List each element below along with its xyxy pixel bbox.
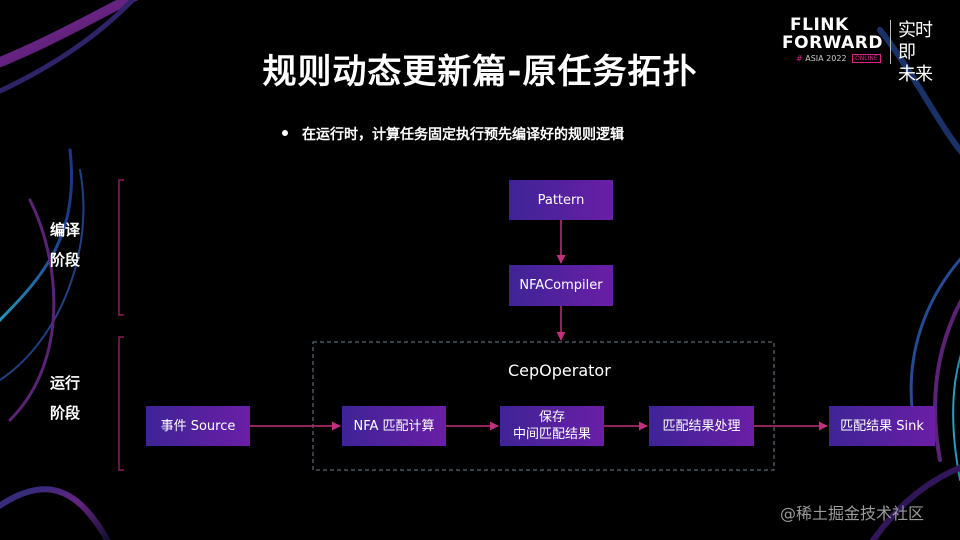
node-result-sink: 匹配结果 Sink — [829, 406, 935, 446]
logo-slogan-line2: 未来 — [898, 64, 933, 85]
node-save-line1: 保存 — [538, 410, 565, 425]
cep-operator-container — [312, 341, 775, 471]
runtime-phase-bracket — [118, 336, 124, 471]
phase-runtime-label: 运行 阶段 — [50, 368, 80, 428]
node-result-process: 匹配结果处理 — [649, 406, 754, 446]
node-result-process-label: 匹配结果处理 — [662, 418, 741, 434]
logo-slogan: 实时即 未来 — [898, 20, 942, 86]
phase-compile-label: 编译 阶段 — [50, 215, 80, 275]
flink-forward-logo: FLINK FORWARD # ASIA 2022 ONLINE 实时即 未来 — [782, 14, 942, 85]
node-pattern: Pattern — [509, 180, 613, 220]
logo-online-badge: ONLINE — [852, 54, 881, 63]
page-title: 规则动态更新篇-原任务拓扑 — [262, 52, 698, 92]
cep-operator-label: CepOperator — [508, 361, 611, 380]
phase-compile-line2: 阶段 — [50, 251, 81, 269]
logo-slogan-line1: 实时即 — [898, 20, 933, 63]
logo-line2: FORWARD — [782, 33, 884, 53]
phase-compile-line1: 编译 — [50, 221, 81, 239]
logo-event: # ASIA 2022 ONLINE — [796, 54, 881, 63]
phase-runtime-line2: 阶段 — [50, 404, 81, 422]
node-pattern-label: Pattern — [537, 192, 585, 208]
phase-runtime-line1: 运行 — [50, 374, 81, 392]
logo-separator — [890, 20, 891, 64]
node-event-source-label: 事件 Source — [160, 418, 236, 434]
node-save-line2: 中间匹配结果 — [512, 427, 591, 442]
bullet-text: 在运行时，计算任务固定执行预先编译好的规则逻辑 — [302, 127, 624, 143]
node-event-source: 事件 Source — [146, 406, 250, 446]
bullet-dot-icon — [282, 130, 288, 136]
node-nfacompiler: NFACompiler — [509, 265, 613, 306]
node-nfacompiler-label: NFACompiler — [519, 278, 603, 293]
node-result-sink-label: 匹配结果 Sink — [840, 418, 924, 434]
logo-prefix: # — [796, 54, 803, 63]
node-save-intermediate: 保存 中间匹配结果 — [500, 406, 604, 446]
compile-phase-bracket — [118, 179, 124, 316]
node-nfa-compute-label: NFA 匹配计算 — [353, 418, 435, 434]
logo-event-name: ASIA 2022 — [805, 54, 847, 63]
node-nfa-compute: NFA 匹配计算 — [342, 406, 446, 446]
watermark: @稀土掘金技术社区 — [780, 504, 925, 523]
bullet-point: 在运行时，计算任务固定执行预先编译好的规则逻辑 — [282, 124, 624, 144]
logo-line1: FLINK — [790, 15, 849, 35]
